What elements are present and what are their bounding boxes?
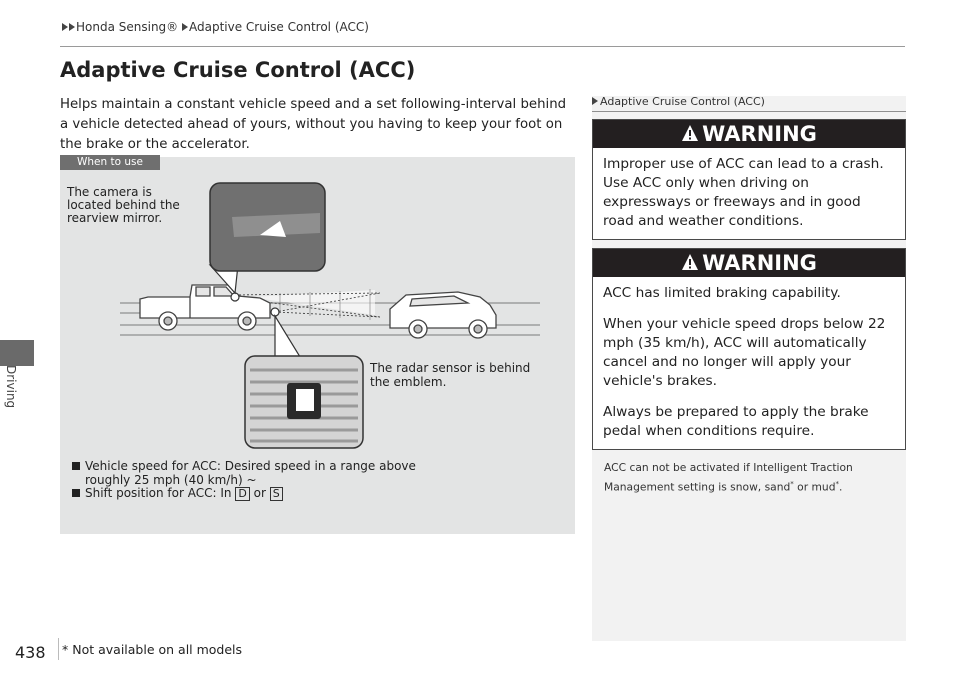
speed-condition-cont: roughly 25 mph (40 km/h) ~ [85, 472, 257, 487]
arrow-icon [62, 23, 68, 31]
warning-triangle-icon [682, 125, 699, 141]
camera-point [230, 292, 240, 302]
shift-condition: Shift position for ACC: In D or S [72, 486, 416, 501]
page-number: 438 [15, 643, 46, 662]
when-to-use-tab: When to use [60, 155, 160, 170]
speed-condition: Vehicle speed for ACC: Desired speed in … [72, 459, 416, 474]
pickup-truck [139, 284, 271, 331]
detection-arcs [279, 289, 371, 320]
section-tab [0, 340, 34, 366]
breadcrumb-item[interactable]: Adaptive Cruise Control (ACC) [189, 20, 369, 34]
sensor-face [296, 389, 314, 411]
breadcrumb: Honda Sensing® Adaptive Cruise Control (… [62, 20, 369, 34]
warning-header: WARNING [593, 249, 905, 277]
camera-caption: The camera is located behind the rearvie… [67, 185, 180, 225]
header-divider [60, 46, 905, 47]
bullet-icon [72, 462, 80, 470]
warning-paragraph: Always be prepared to apply the brake pe… [603, 404, 869, 439]
side-notes-header: Adaptive Cruise Control (ACC) [592, 95, 906, 112]
warning-box-2: WARNING ACC has limited braking capabili… [592, 248, 906, 450]
gear-d-icon: D [235, 487, 250, 501]
intro-text: Helps maintain a constant vehicle speed … [60, 97, 567, 152]
acc-illustration [120, 182, 540, 449]
warning-paragraph: When your vehicle speed drops below 22 m… [603, 316, 886, 389]
grille-bars [250, 368, 358, 443]
arrow-icon [592, 97, 598, 105]
warning-paragraph: ACC has limited braking capability. [603, 285, 841, 301]
traction-note: ACC can not be activated if Intelligent … [604, 461, 853, 494]
warning-header: WARNING [593, 120, 905, 148]
section-label: Driving [4, 365, 18, 409]
page-title: Adaptive Cruise Control (ACC) [60, 58, 416, 82]
warning-triangle-icon [682, 254, 699, 270]
footer-divider [58, 638, 59, 660]
camera-unit [260, 221, 286, 237]
breadcrumb-item[interactable]: Honda Sensing® [76, 20, 179, 34]
warning-box-1: WARNING Improper use of ACC can lead to … [592, 119, 906, 240]
footnote: * Not available on all models [62, 642, 243, 657]
lead-suv [389, 291, 497, 339]
arrow-icon [69, 23, 75, 31]
gear-s-icon: S [269, 487, 283, 501]
warning-text-2: ACC has limited braking capability. When… [593, 277, 905, 449]
radar-caption: The radar sensor is behind the emblem. [370, 361, 531, 389]
warning-text-1: Improper use of ACC can lead to a crash.… [603, 156, 884, 229]
conditions-list: Vehicle speed for ACC: Desired speed in … [72, 459, 416, 501]
bullet-icon [72, 489, 80, 497]
arrow-icon [182, 23, 188, 31]
radar-point [270, 307, 280, 317]
